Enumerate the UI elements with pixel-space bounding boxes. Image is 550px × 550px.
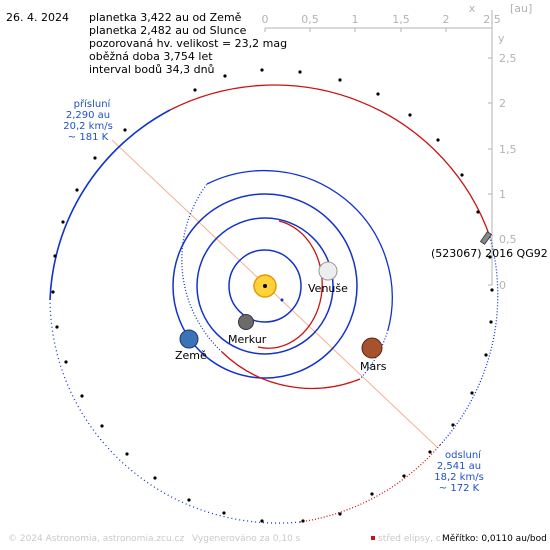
asteroid-orbit-left [49, 109, 171, 301]
x-tick-label: 0,5 [301, 13, 319, 26]
earth-icon [179, 329, 199, 349]
aphelion-distance: 2,541 au [436, 461, 482, 472]
aphelion-speed: 18,2 km/s [434, 472, 484, 483]
y-axis-name: y [498, 32, 505, 45]
venus-icon [318, 261, 338, 281]
center-legend-label: střed elipsy, ohnisko [378, 534, 471, 544]
perihelion-speed: 20,2 km/s [63, 121, 113, 132]
scale-label: Měřítko: 0,0110 au/bod [440, 534, 549, 544]
x-tick-label: 0 [262, 13, 269, 26]
perihelion-distance: 2,290 au [65, 110, 111, 121]
asteroid-icon [479, 231, 493, 245]
axes [264, 10, 493, 286]
info-line: oběžná doba 3,754 let [89, 50, 213, 63]
x-tick-label: 1 [352, 13, 359, 26]
sun-center-dot [263, 284, 267, 288]
earth-label: Země [175, 349, 207, 362]
mars-orbit-dotted [181, 183, 223, 353]
asteroid-orbit-above [169, 84, 491, 238]
x-tick-label: 2 [443, 13, 450, 26]
copyright: © 2024 Astronomia, astronomia.zcu.cz [8, 534, 185, 544]
info-line: interval bodů 34,3 dnů [89, 63, 215, 76]
mars-orbit-blue-arc [206, 170, 393, 331]
mars-orbit-red-arc [221, 351, 361, 390]
asteroid-orbit-left-dotted [49, 299, 301, 524]
generated-time: Vygenerováno za 0,10 s [192, 534, 301, 544]
mercury-label: Merkur [228, 333, 267, 346]
mercury-orbit-red-arc [257, 220, 323, 349]
center-legend-icon [371, 536, 375, 540]
earth-orbit [172, 193, 358, 379]
y-tick-label: 0,5 [499, 233, 517, 246]
asteroid-orbit-bottom-dotted [299, 444, 441, 523]
axis-labels: 0 0,5 1 1,5 2 2,5 x y [au] 2,5 2 1,5 1 0… [262, 2, 533, 292]
date-label: 26. 4. 2024 [6, 11, 69, 24]
perihelion-title: přísluní [73, 99, 111, 110]
asteroid-points [51, 68, 494, 523]
venus-orbit [196, 217, 334, 355]
y-tick-label: 2 [499, 97, 506, 110]
aphelion-temp: ~ 172 K [438, 483, 480, 494]
x-tick-label: 1,5 [392, 13, 410, 26]
focus-f2 [280, 298, 284, 302]
mars-icon [361, 337, 383, 359]
mercury-icon [238, 314, 254, 330]
venus-label: Venuše [308, 282, 348, 295]
info-line: pozorovaná hv. velikost = 23,2 mag [89, 37, 288, 50]
axis-unit: [au] [510, 2, 532, 15]
x-tick-label: 2,5 [483, 13, 501, 26]
x-axis-name: x [469, 2, 476, 15]
mercury-orbit [228, 249, 302, 323]
info-line: planetka 3,422 au od Země [89, 11, 242, 24]
y-tick-label: 1,5 [499, 143, 517, 156]
mars-label: Mars [360, 360, 387, 373]
apsidal-line [111, 139, 439, 449]
y-tick-label: 0 [499, 279, 506, 292]
asteroid-label: (523067) 2016 QG92 [431, 247, 548, 260]
y-tick-label: 2,5 [499, 52, 517, 65]
y-tick-label: 1 [499, 188, 506, 201]
asteroid-orbit-right-dotted [439, 236, 499, 446]
info-line: planetka 2,482 au od Slunce [89, 24, 247, 37]
perihelion-temp: ~ 181 K [67, 132, 109, 143]
aphelion-title: odsluní [445, 450, 481, 461]
x-axis-ticks [264, 28, 493, 32]
